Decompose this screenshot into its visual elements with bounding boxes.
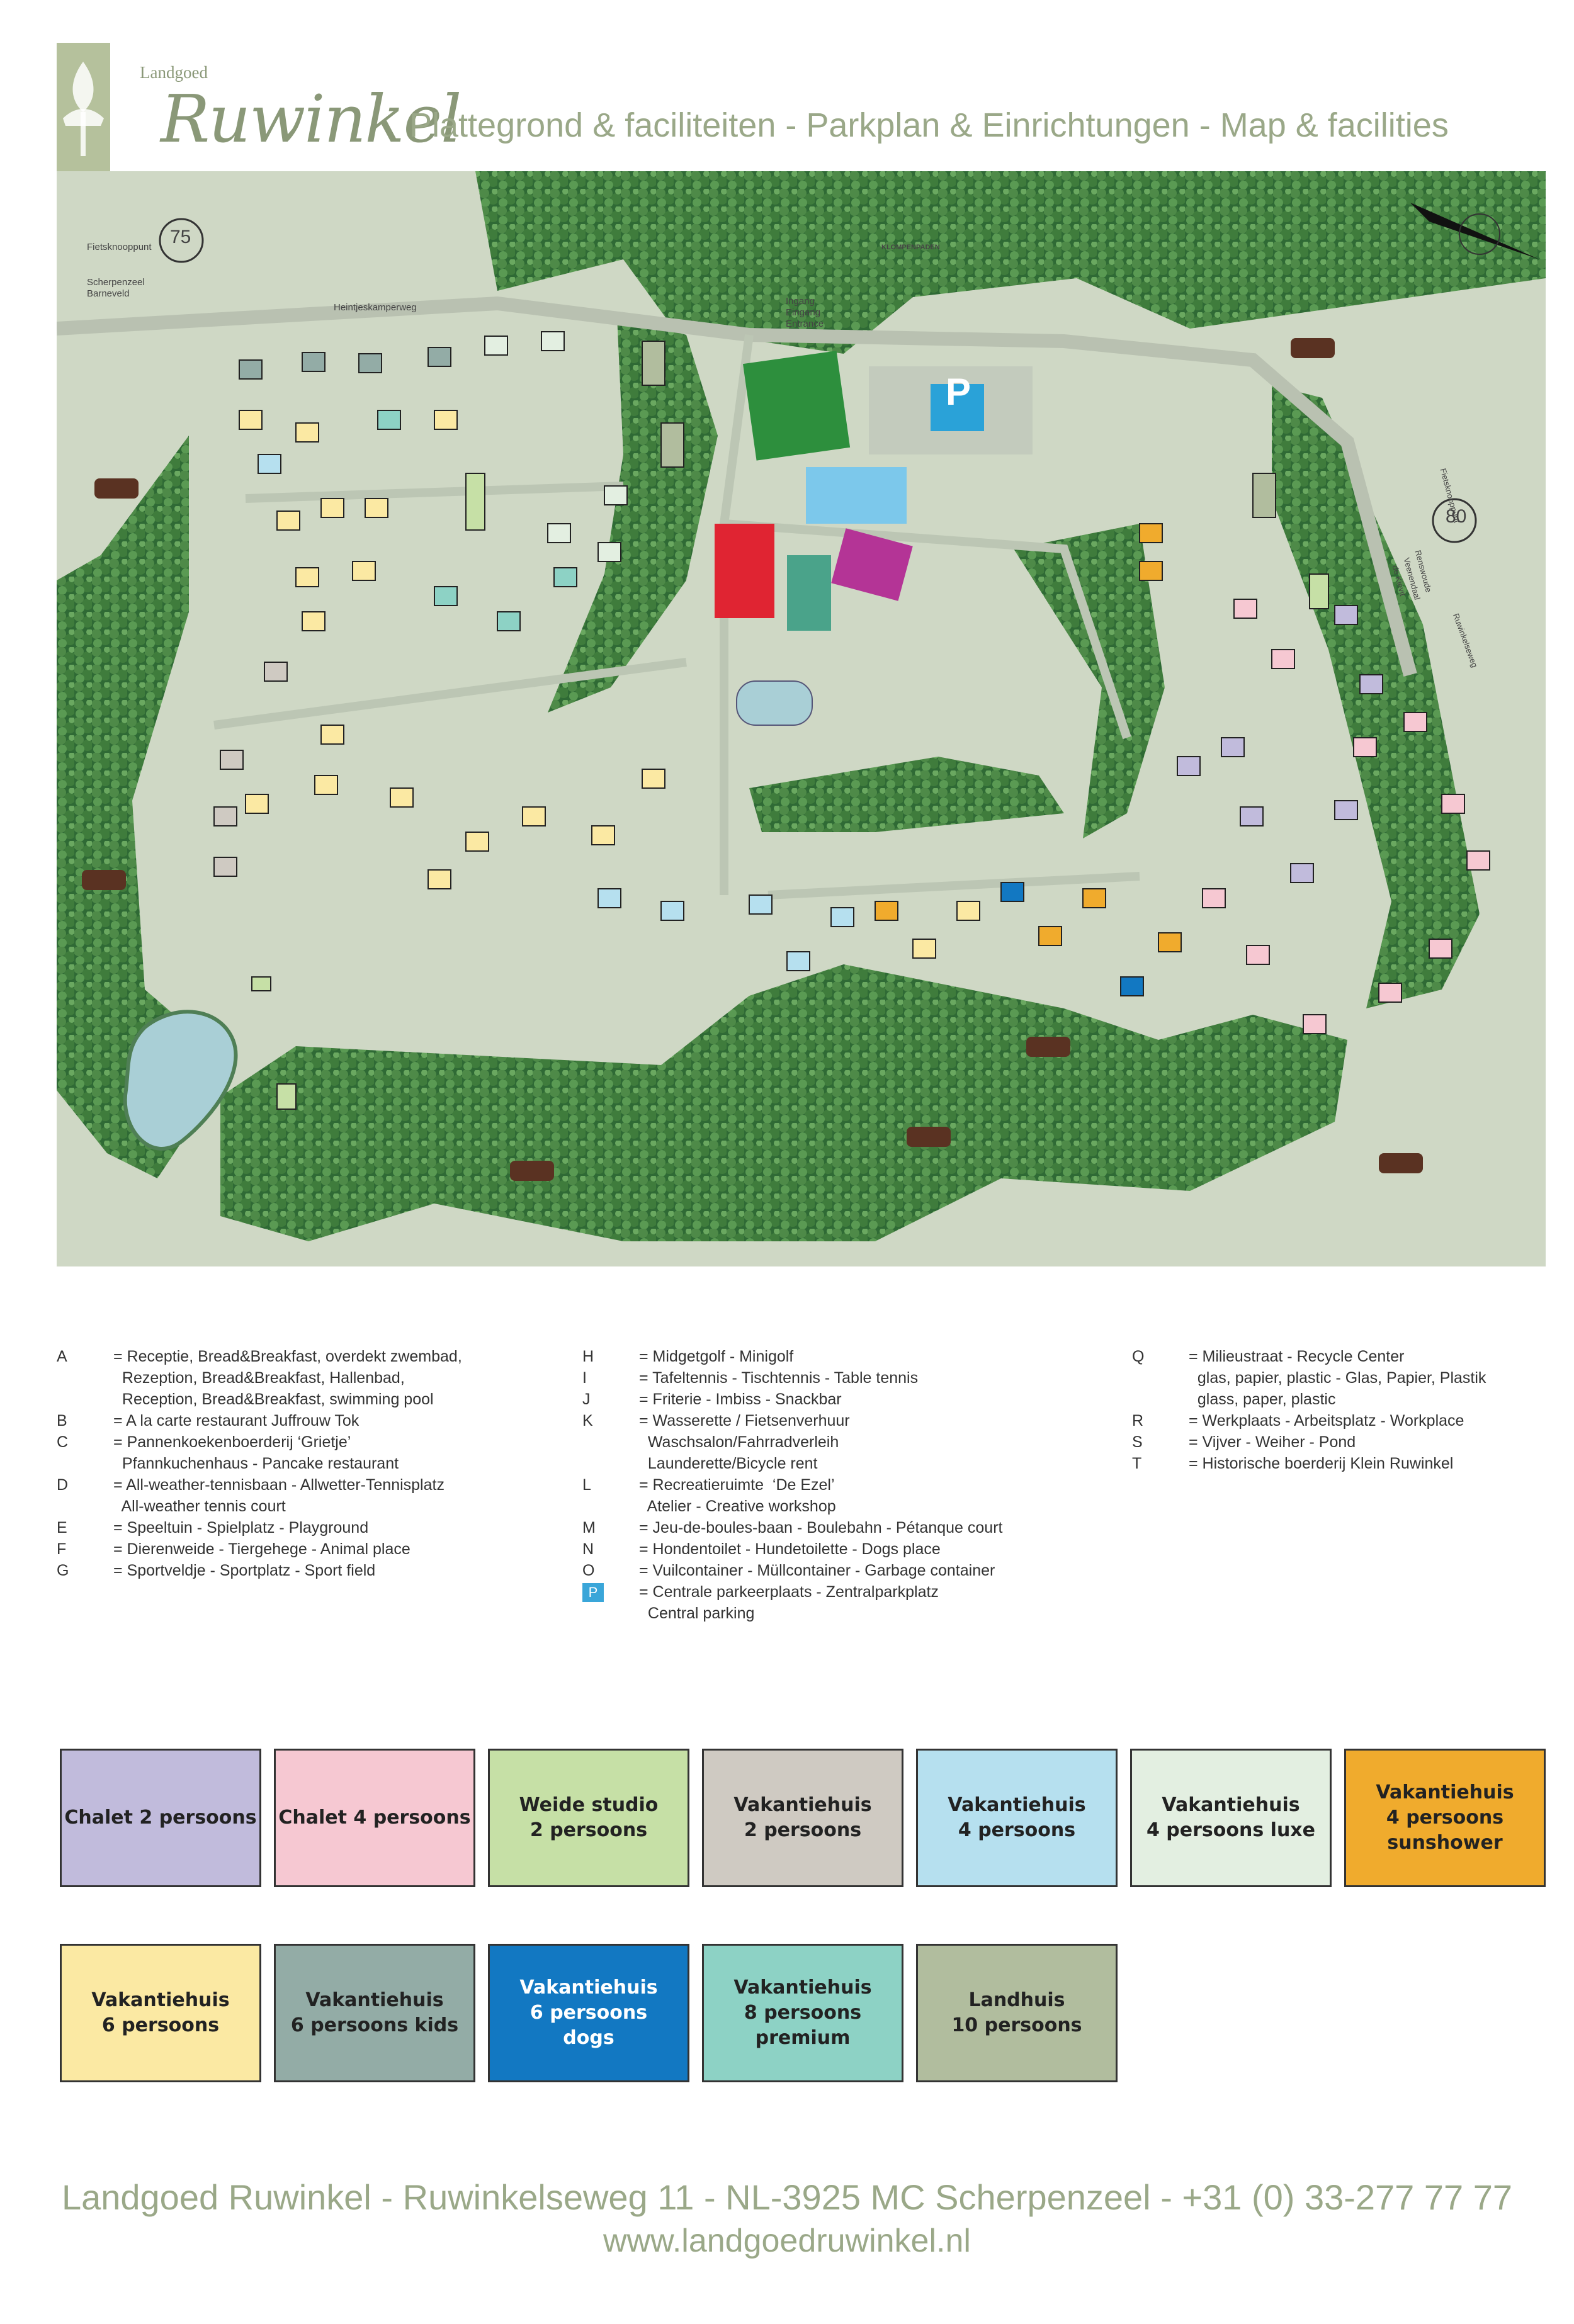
legend-column-1: A= Receptie, Bread&Breakfast, overdekt z…	[57, 1346, 462, 1581]
cycle-node-number-left: 75	[170, 227, 191, 247]
parking-sign	[931, 384, 984, 431]
legend-item-r: R= Werkplaats - Arbeitsplatz - Workplace	[1132, 1412, 1464, 1430]
parking-key-icon: P	[582, 1583, 604, 1603]
road-name-top: Heintjeskamperweg	[334, 302, 417, 313]
legend: A= Receptie, Bread&Breakfast, overdekt z…	[57, 1346, 1568, 1629]
legend-item-i: I= Tafeltennis - Tischtennis - Table ten…	[582, 1369, 919, 1387]
legend-item-n: N= Hondentoilet - Hundetoilette - Dogs p…	[582, 1540, 941, 1558]
workshop-l	[831, 528, 913, 601]
entrance-label-en: Entrance	[786, 319, 824, 329]
legend-item-t: T= Historische boerderij Klein Ruwinkel	[1132, 1455, 1454, 1472]
road-heintjeskamperweg	[57, 296, 1417, 677]
legend-column-3: Q= Milieustraat - Recycle Center glas, p…	[1132, 1346, 1486, 1474]
legend-item-q: Q= Milieustraat - Recycle Center glas, p…	[1132, 1348, 1486, 1408]
legend-item-d: D= All-weather-tennisbaan - Allwetter-Te…	[57, 1476, 444, 1515]
swatch-vakantiehuis-6: Vakantiehuis 6 persoons	[60, 1944, 261, 2082]
cows	[82, 338, 1423, 1181]
legend-item-h: H= Midgetgolf - Minigolf	[582, 1348, 794, 1365]
legend-item-k: K= Wasserette / Fietsenverhuur Waschsalo…	[582, 1412, 850, 1472]
map-drawing	[57, 171, 1546, 1241]
forest-east	[1272, 385, 1480, 1008]
entrance-label-nl: Ingang	[786, 296, 815, 307]
forest-center	[548, 316, 718, 713]
compass-needle	[1410, 203, 1539, 259]
legend-item-g: G= Sportveldje - Sportplatz - Sport fiel…	[57, 1562, 376, 1579]
swatch-vakantiehuis-4-sunshower: Vakantiehuis 4 persoons sunshower	[1344, 1749, 1546, 1887]
legend-item-o: O= Vuilcontainer - Müllcontainer - Garba…	[582, 1562, 995, 1579]
swatch-landhuis-10: Landhuis 10 persoons	[916, 1944, 1118, 2082]
cycle-node-75-circle	[159, 218, 204, 263]
swatch-vakantiehuis-6-kids: Vakantiehuis 6 persoons kids	[274, 1944, 475, 2082]
sport-field	[743, 351, 851, 461]
restaurant-b	[715, 524, 774, 618]
legend-item-s: S= Vijver - Weiher - Pond	[1132, 1433, 1356, 1451]
legend-item-l: L= Recreatieruimte ‘De Ezel’ Atelier - C…	[582, 1476, 836, 1515]
forest-west	[57, 436, 233, 1178]
legend-item-f: F= Dierenweide - Tiergehege - Animal pla…	[57, 1540, 410, 1558]
direction-barneveld: Barneveld	[87, 288, 130, 299]
legend-item-c: C= Pannenkoekenboerderij ‘Grietje’ Pfann…	[57, 1433, 399, 1472]
parking-label: P	[946, 371, 971, 413]
reception-a	[806, 467, 907, 524]
direction-scherpenzeel: Scherpenzeel	[87, 277, 145, 288]
swatch-vakantiehuis-4: Vakantiehuis 4 persoons	[916, 1749, 1118, 1887]
legend-item-m: M= Jeu-de-boules-baan - Boulebahn - Péta…	[582, 1519, 1003, 1537]
pond-s	[123, 1010, 238, 1151]
swatch-vakantiehuis-2: Vakantiehuis 2 persoons	[702, 1749, 903, 1887]
swatch-vakantiehuis-8-premium: Vakantiehuis 8 persoons premium	[702, 1944, 903, 2082]
pond-center	[736, 680, 813, 726]
pancake-c	[787, 555, 831, 631]
klompenpaden-label: KLOMPENPADEN	[881, 244, 940, 251]
swatch-chalet-4: Chalet 4 persoons	[274, 1749, 475, 1887]
forest-inner-west	[220, 964, 1347, 1241]
legend-item-p: P= Centrale parkeerplaats - Zentralparkp…	[582, 1581, 1002, 1624]
legend-item-e: E= Speeltuin - Spielplatz - Playground	[57, 1519, 369, 1537]
forest-south	[749, 757, 1064, 832]
cycle-node-80-circle	[1432, 498, 1477, 543]
swatch-vakantiehuis-6-dogs: Vakantiehuis 6 persoons dogs	[488, 1944, 689, 2082]
swatch-vakantiehuis-4-luxe: Vakantiehuis 4 persoons luxe	[1130, 1749, 1332, 1887]
cycle-node-label-left: Fietsknooppunt	[87, 242, 152, 252]
holiday-houses	[213, 331, 1490, 1110]
logo-small-text: Landgoed	[140, 63, 208, 82]
logo-name: Ruwinkel	[161, 81, 461, 157]
cycle-node-number-right: 80	[1446, 506, 1467, 527]
swatch-chalet-2: Chalet 2 persoons	[60, 1749, 261, 1887]
footer-address: Landgoed Ruwinkel - Ruwinkelseweg 11 - N…	[61, 2177, 1513, 2217]
legend-item-b: B= A la carte restaurant Juffrouw Tok	[57, 1412, 360, 1430]
logo-emblem	[57, 43, 110, 175]
legend-item-a: A= Receptie, Bread&Breakfast, overdekt z…	[57, 1348, 462, 1408]
forest-strip	[1014, 524, 1165, 838]
legend-column-2: H= Midgetgolf - Minigolf I= Tafeltennis …	[582, 1346, 1002, 1624]
forest-north	[475, 171, 1546, 354]
page-title: Plattegrond & faciliteiten - Parkplan & …	[409, 106, 1449, 144]
entrance-label-de: Eingang	[786, 307, 821, 318]
swatch-weide-studio: Weide studio 2 persoons	[488, 1749, 689, 1887]
park-map: Fietsknooppunt 75 Scherpenzeel Barneveld…	[57, 171, 1546, 1266]
footer-website[interactable]: www.landgoedruwinkel.nl	[603, 2223, 971, 2259]
legend-item-j: J= Friterie - Imbiss - Snackbar	[582, 1390, 842, 1408]
